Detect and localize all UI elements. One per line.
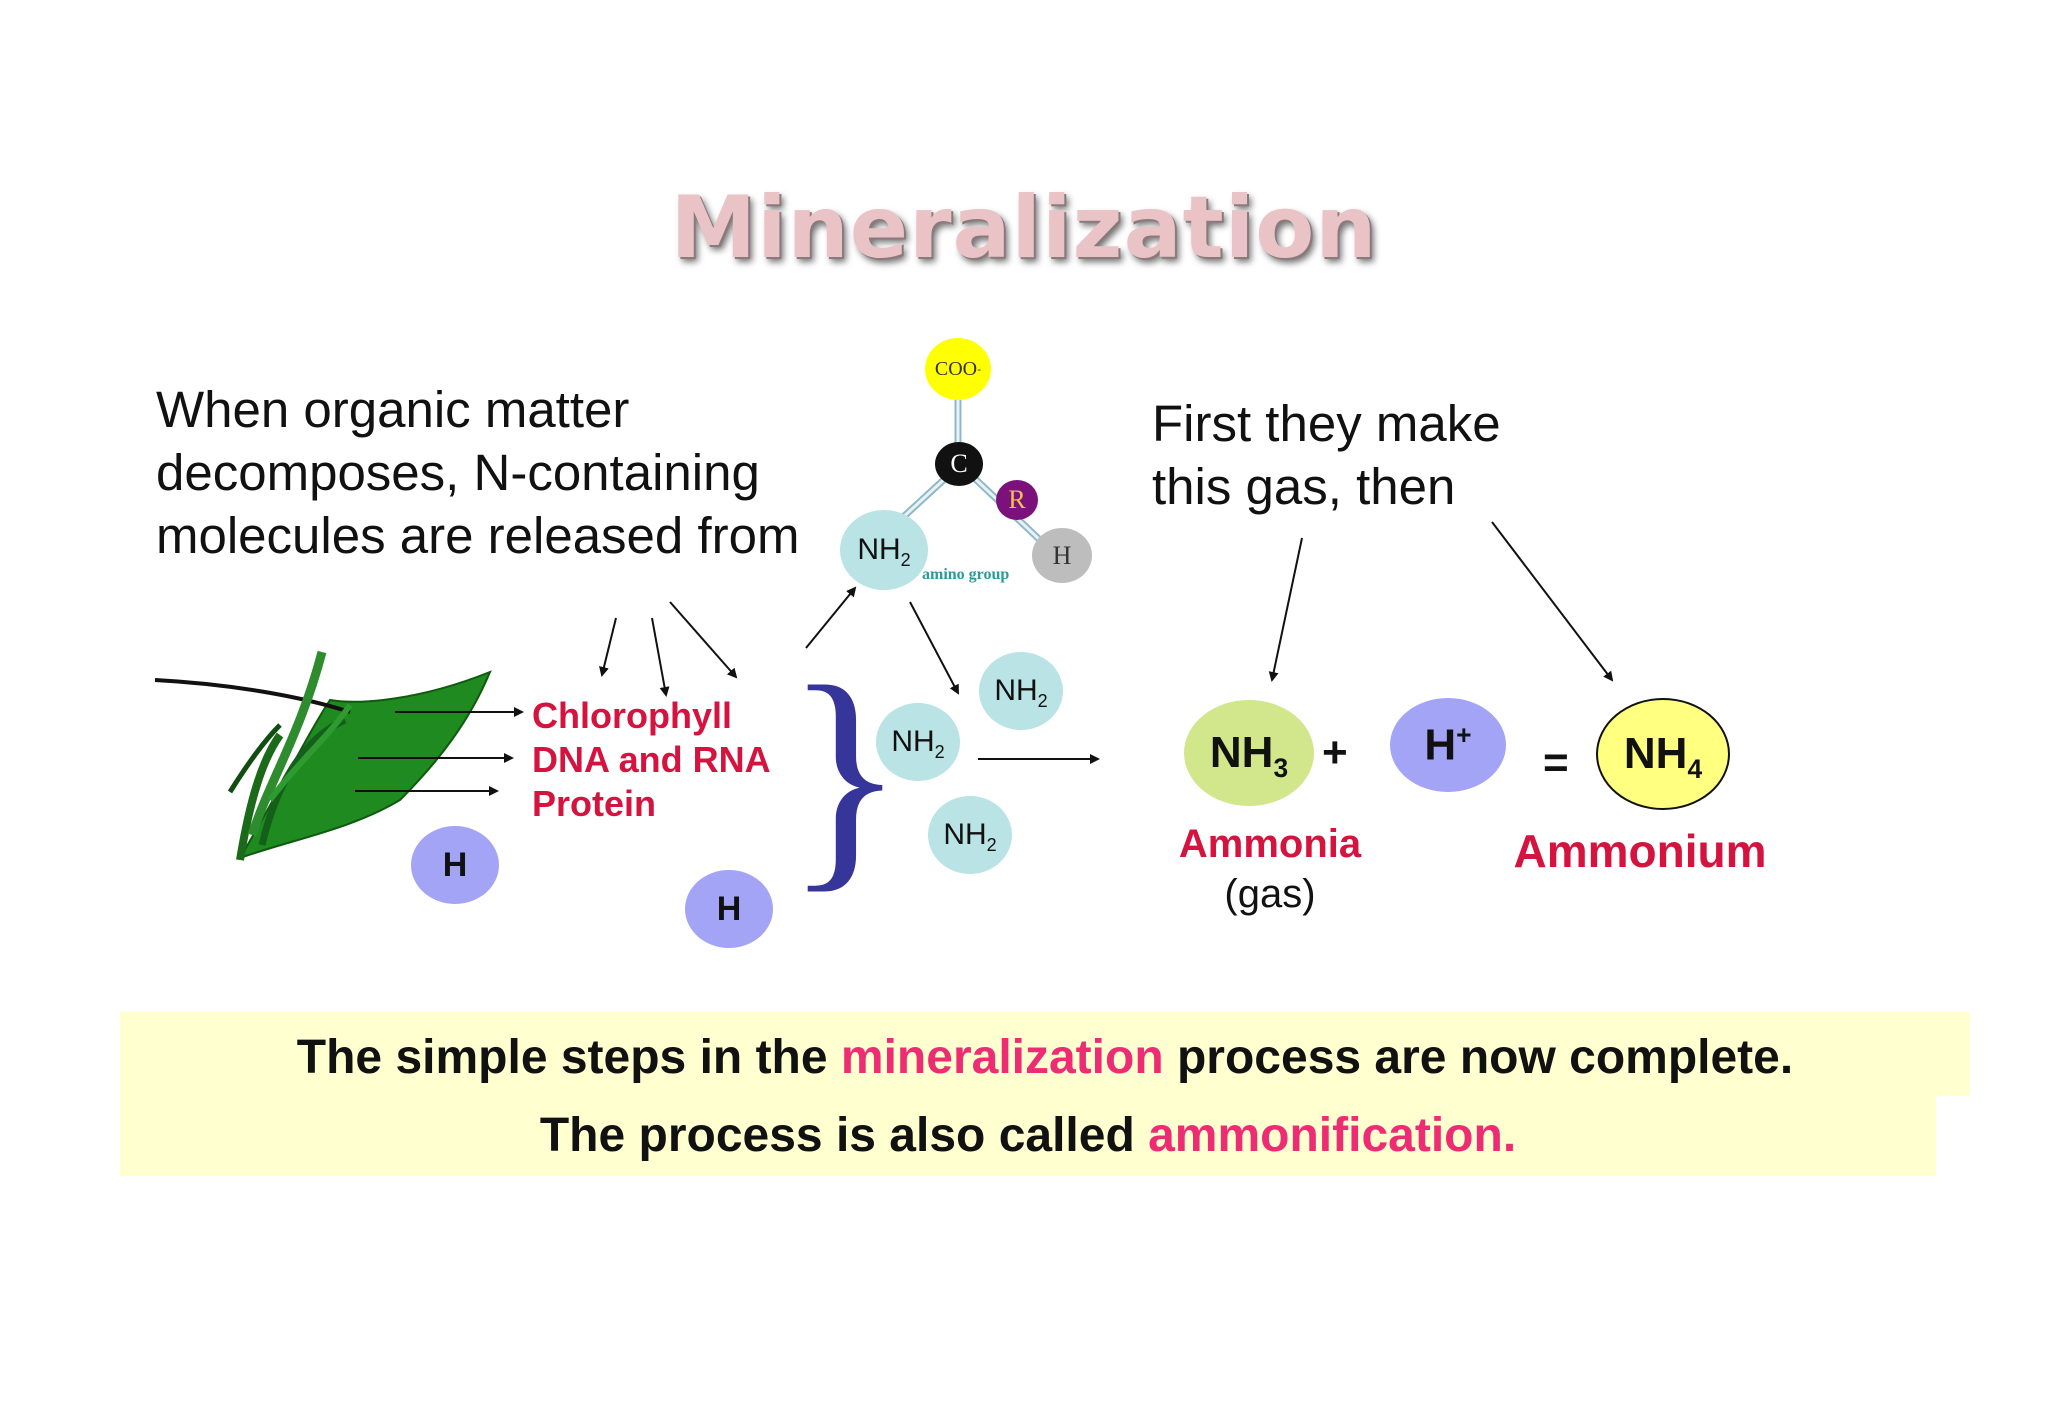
- brace-icon: }: [785, 636, 905, 913]
- plus-sign: +: [1322, 728, 1348, 777]
- summary-line-2: The process is also called ammonificatio…: [120, 1108, 1936, 1163]
- nh2-label: NH: [891, 725, 935, 758]
- nh2-subscript: 2: [986, 835, 997, 855]
- list-item: DNA and RNA: [532, 739, 771, 780]
- summary-text: The simple steps in the: [296, 1031, 841, 1084]
- ammonium-subscript: 4: [1687, 753, 1703, 784]
- leaf-icon: [154, 650, 492, 861]
- intro-line: When organic matter: [156, 381, 630, 438]
- amino-hydrogen-label: H: [1052, 540, 1072, 570]
- intro-line: decomposes, N-containing: [156, 444, 760, 501]
- amino-nh2-circle: NH2: [840, 510, 928, 590]
- amino-hydrogen-circle: H: [1032, 528, 1092, 583]
- proton-charge: +: [1456, 719, 1472, 750]
- arrow: [805, 586, 857, 649]
- ammonia-name: Ammonia: [1178, 822, 1362, 866]
- ammonia-subscript: 3: [1273, 752, 1289, 783]
- nh2-circle: NH2: [876, 703, 960, 781]
- intro-line: molecules are released from: [156, 507, 800, 564]
- summary-highlight: ammonification.: [1148, 1109, 1517, 1162]
- proton-label: H: [1424, 720, 1457, 770]
- list-item: Chlorophyll: [532, 695, 732, 736]
- nh2-circle: NH2: [928, 796, 1012, 874]
- gas-line: First they make: [1152, 395, 1501, 452]
- nh2-label: NH: [943, 818, 987, 851]
- arrow: [1491, 521, 1614, 682]
- ammonia-circle: NH3: [1184, 700, 1314, 806]
- highlight-bar: [120, 1096, 1936, 1176]
- equals-sign: =: [1543, 738, 1569, 787]
- amino-group-label: amino group: [922, 566, 1010, 583]
- nh2-subscript: 2: [1037, 691, 1048, 711]
- slide-title: Mineralization: [670, 178, 1378, 278]
- nh2-label: NH: [994, 674, 1038, 707]
- carbon-label: C: [950, 449, 968, 478]
- gas-line: this gas, then: [1152, 458, 1456, 515]
- nh2-label: NH: [857, 533, 901, 566]
- coo-circle: COO-: [925, 338, 991, 400]
- r-group-circle: R: [996, 480, 1038, 520]
- ammonia-state: (gas): [1224, 872, 1316, 916]
- ammonia-formula: NH: [1209, 728, 1274, 777]
- arrow: [651, 617, 670, 697]
- hydrogen-label: H: [442, 845, 468, 884]
- ammonium-name: Ammonium: [1513, 825, 1767, 877]
- summary-text: process are now complete.: [1163, 1031, 1794, 1084]
- hydrogen-circle: H: [685, 870, 773, 948]
- r-group-label: R: [1008, 485, 1026, 514]
- gas-text: First they make this gas, then: [1152, 392, 1501, 518]
- proton-circle: H+: [1390, 698, 1506, 792]
- coo-label: COO: [934, 357, 978, 380]
- ammonium-circle: NH4: [1596, 698, 1730, 810]
- summary-highlight: mineralization: [840, 1031, 1164, 1084]
- hydrogen-label: H: [716, 889, 742, 928]
- molecules-list: Chlorophyll DNA and RNA Protein: [532, 694, 771, 826]
- summary-text: The process is also called: [539, 1109, 1149, 1162]
- arrow: [669, 601, 738, 679]
- nh2-subscript: 2: [934, 742, 945, 762]
- nh2-subscript: 2: [900, 550, 911, 570]
- list-item: Protein: [532, 783, 657, 824]
- arrow: [599, 617, 617, 677]
- summary-line-1: The simple steps in the mineralization p…: [120, 1030, 1970, 1085]
- arrow: [909, 601, 959, 695]
- ammonium-formula: NH: [1623, 729, 1688, 778]
- carbon-circle: C: [935, 442, 983, 486]
- intro-text: When organic matter decomposes, N-contai…: [156, 378, 799, 567]
- hydrogen-circle: H: [411, 826, 499, 904]
- coo-charge: -: [977, 361, 982, 376]
- nh2-circle: NH2: [979, 652, 1063, 730]
- highlight-bar: [120, 1012, 1970, 1096]
- arrow: [1268, 537, 1303, 682]
